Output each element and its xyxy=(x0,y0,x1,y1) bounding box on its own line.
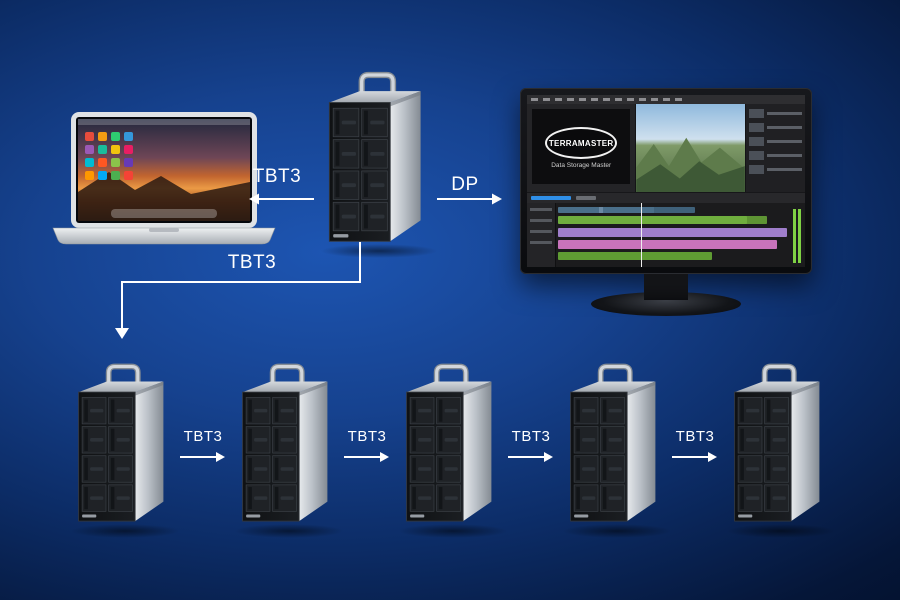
dp-label: DP xyxy=(451,174,479,195)
monitor-bezel: TERRAMASTER Data Storage Master xyxy=(520,88,812,274)
chain-arrow-2 xyxy=(344,452,389,462)
logo-oval: TERRAMASTER xyxy=(545,127,618,159)
editor-effects-panel xyxy=(745,104,805,192)
chain-arrow-1 xyxy=(180,452,225,462)
tbt3-laptop-label: TBT3 xyxy=(252,166,302,187)
chain-link-label-4: TBT3 xyxy=(675,428,715,445)
effects-row xyxy=(748,109,802,118)
nas-tower-3 xyxy=(396,362,502,535)
tower-shadow xyxy=(398,524,508,538)
timeline-playhead xyxy=(640,203,642,267)
chain-link-label-1: TBT3 xyxy=(183,428,223,445)
timeline-clip-magenta xyxy=(558,240,778,249)
tower-shadow xyxy=(234,524,344,538)
chain-arrow-4 xyxy=(672,452,717,462)
effects-row xyxy=(748,137,802,146)
nas-tower-5 xyxy=(724,362,830,535)
tbt3-arrow-to-laptop xyxy=(249,193,314,205)
toolbar-control xyxy=(576,196,596,200)
editor-toolbar xyxy=(527,192,805,203)
editor-menubar xyxy=(527,95,805,104)
tbt3-chain-label: TBT3 xyxy=(227,252,277,273)
logo-title: TERRAMASTER xyxy=(548,138,614,148)
das-tower-icon xyxy=(68,362,174,530)
editor-source-panel: TERRAMASTER Data Storage Master xyxy=(527,104,637,192)
timeline-track-headers xyxy=(527,203,556,267)
effects-row xyxy=(748,151,802,160)
das-tower-icon xyxy=(724,362,830,530)
tower-shadow xyxy=(320,244,438,258)
laptop xyxy=(50,110,278,253)
nas-tower-2 xyxy=(232,362,338,535)
logo-subtitle: Data Storage Master xyxy=(551,162,612,169)
das-tower-icon xyxy=(318,70,432,251)
timeline-clip-green xyxy=(558,216,768,224)
effects-row xyxy=(748,123,802,132)
timeline-clip-violet xyxy=(558,228,788,237)
timeline-clip-blue xyxy=(558,207,695,213)
chain-link-label-3: TBT3 xyxy=(511,428,551,445)
daisy-chain-elbow-arrow xyxy=(115,242,361,339)
das-tower-icon xyxy=(396,362,502,530)
monitor-stand-neck xyxy=(644,272,688,300)
laptop-illustration xyxy=(52,112,276,245)
editor-panels: TERRAMASTER Data Storage Master xyxy=(527,104,805,192)
tower-shadow xyxy=(562,524,672,538)
tower-shadow xyxy=(726,524,836,538)
nas-tower-1 xyxy=(68,362,174,535)
editor-program-panel xyxy=(636,104,746,192)
monitor: TERRAMASTER Data Storage Master xyxy=(520,88,812,318)
nas-tower-main xyxy=(318,70,432,256)
editor-timeline xyxy=(527,203,805,267)
timeline-tracks xyxy=(556,203,805,267)
dp-arrow-to-monitor xyxy=(437,193,502,205)
monitor-screen: TERRAMASTER Data Storage Master xyxy=(527,95,805,267)
nas-tower-4 xyxy=(560,362,666,535)
timecode-indicator xyxy=(531,196,571,200)
tower-shadow xyxy=(70,524,180,538)
audio-meter xyxy=(793,209,801,263)
chain-link-label-2: TBT3 xyxy=(347,428,387,445)
timeline-clip-green2 xyxy=(558,252,713,260)
terramaster-logo: TERRAMASTER Data Storage Master xyxy=(545,127,618,169)
chain-arrow-3 xyxy=(508,452,553,462)
das-tower-icon xyxy=(560,362,666,530)
das-tower-icon xyxy=(232,362,338,530)
effects-row xyxy=(748,165,802,174)
